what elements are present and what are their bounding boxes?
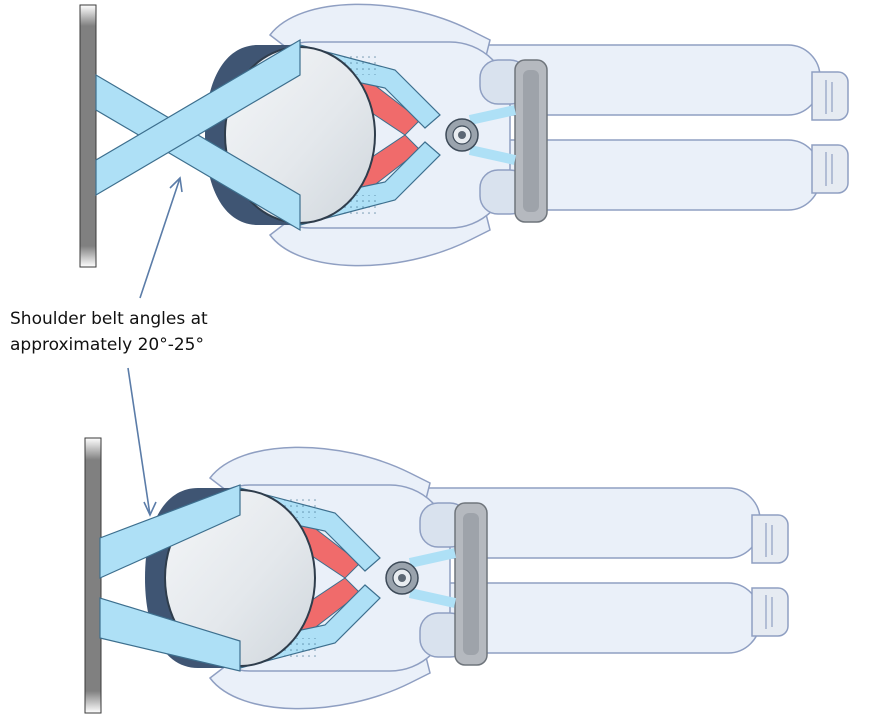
annotation-line-2: approximately 20°-25° <box>10 332 270 358</box>
shoulder-belt-annotation: Shoulder belt angles at approximately 20… <box>10 306 270 358</box>
top-wall <box>80 5 96 267</box>
bottom-figure <box>85 438 788 713</box>
top-figure <box>80 4 848 267</box>
arrow-to-bottom-figure <box>128 368 150 515</box>
annotation-line-1: Shoulder belt angles at <box>10 306 270 332</box>
arrow-to-top-figure <box>140 178 180 298</box>
bottom-wall <box>85 438 101 713</box>
